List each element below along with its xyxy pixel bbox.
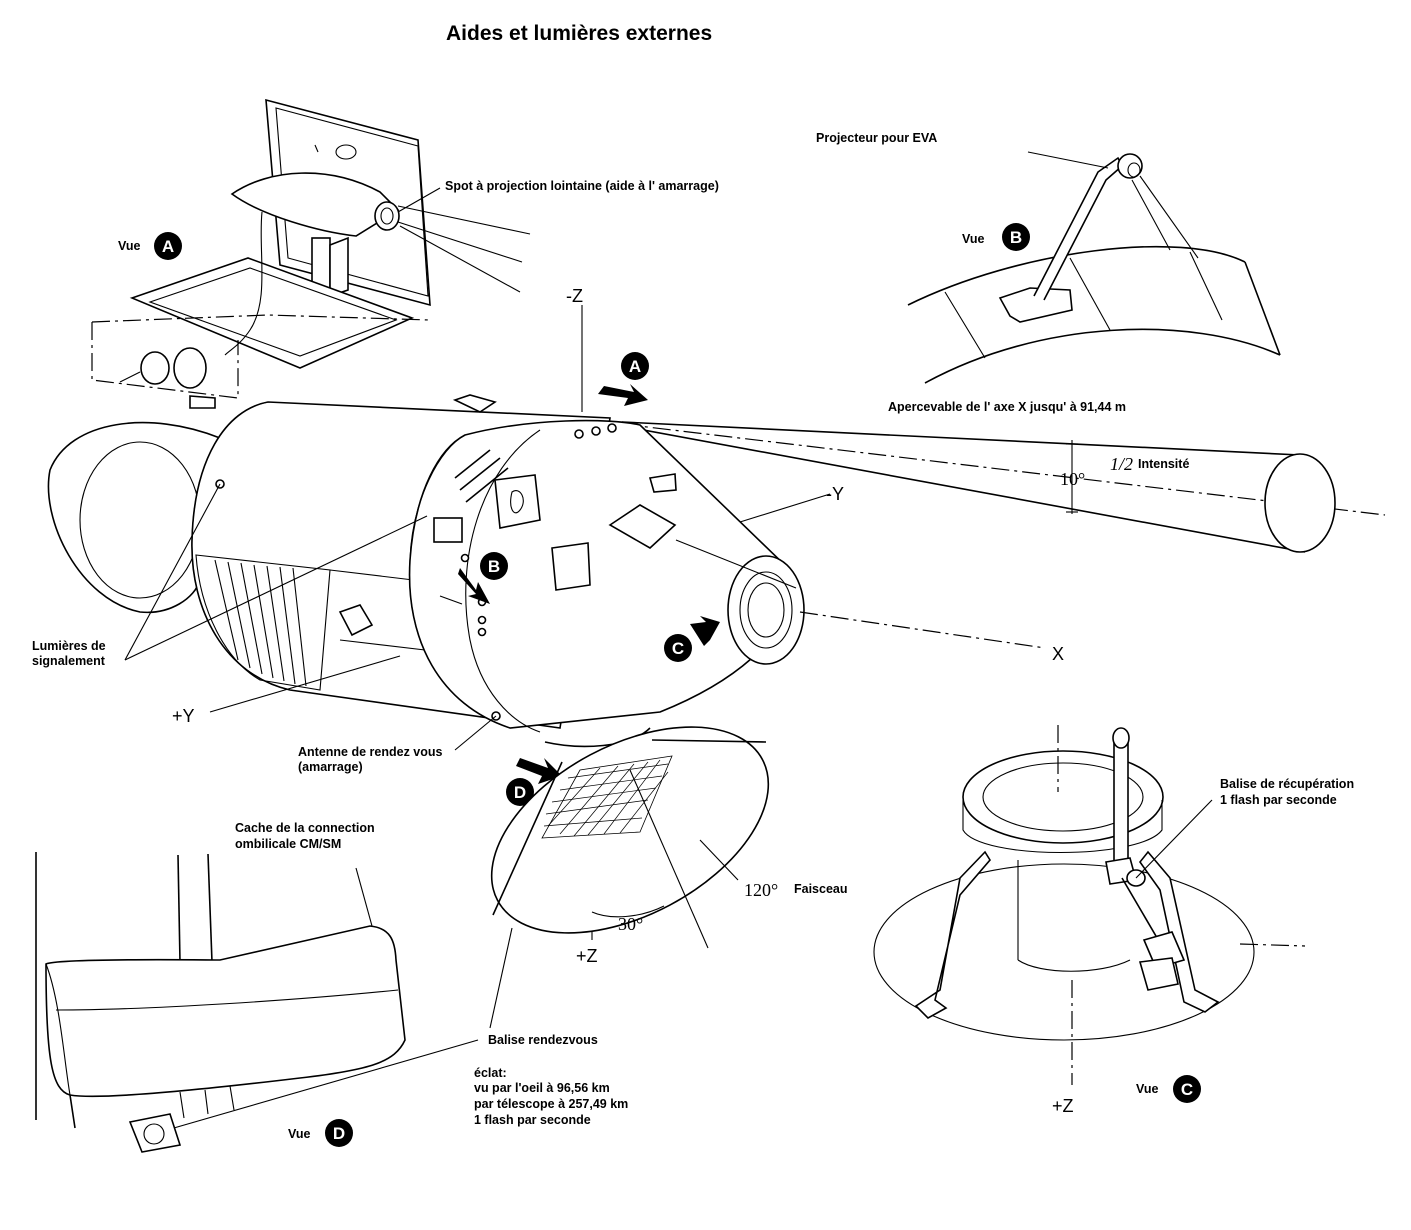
view-b-label: Vue — [962, 232, 985, 246]
arrow-d — [516, 758, 562, 784]
badge-c-main: C — [664, 634, 692, 662]
view-c-label: Vue — [1136, 1082, 1159, 1096]
view-b-badge: B — [1002, 223, 1030, 251]
flash-heading: éclat: — [474, 1066, 507, 1080]
svg-text:C: C — [1181, 1080, 1193, 1099]
rendezvous-beacon-label: Balise rendezvous — [488, 1033, 598, 1047]
svg-text:C: C — [672, 639, 684, 658]
umbilical-cover-label-line2: ombilicale CM/SM — [235, 837, 341, 851]
arrow-a — [598, 384, 648, 406]
signal-lights-label-line1: Lumières de — [32, 639, 106, 653]
arrow-b — [458, 568, 490, 604]
arrow-c — [690, 616, 720, 646]
minus-z-axis-label: -Z — [566, 286, 583, 306]
page-title: Aides et lumières externes — [446, 22, 712, 45]
view-d-badge: D — [325, 1119, 353, 1147]
antenna-label-line1: Antenne de rendez vous — [298, 745, 443, 759]
umbilical-cover-label-line1: Cache de la connection — [235, 821, 375, 835]
view-c-badge: C — [1173, 1075, 1201, 1103]
x-axis-label: X — [1052, 644, 1064, 664]
plus-z-axis-label: +Z — [576, 946, 598, 966]
badge-b-main: B — [480, 552, 508, 580]
minus-y-axis-label: -Y — [826, 484, 844, 504]
svg-text:A: A — [629, 357, 641, 376]
visibility-label: Apercevable de l' axe X jusqu' à 91,44 m — [888, 400, 1126, 414]
view-d-label: Vue — [288, 1127, 311, 1141]
ten-degree-label: 10° — [1060, 469, 1085, 489]
view-b-eva-floodlight-illustration — [907, 151, 1281, 384]
eye-visibility: vu par l'oeil à 96,56 km — [474, 1081, 610, 1095]
plus-z-view-c-label: +Z — [1052, 1096, 1074, 1116]
intensity-label: Intensité — [1138, 457, 1189, 471]
half-intensity-fraction: 1/2 — [1110, 454, 1133, 474]
recovery-beacon-label-line1: Balise de récupération — [1220, 777, 1354, 791]
thirty-degree-label: 30° — [618, 914, 643, 934]
svg-text:A: A — [162, 237, 174, 256]
recovery-beacon-label-line2: 1 flash par seconde — [1220, 793, 1337, 807]
svg-text:D: D — [333, 1124, 345, 1143]
svg-text:D: D — [514, 783, 526, 802]
spotlight-beam-cone — [621, 421, 1386, 553]
beam-label: Faisceau — [794, 882, 848, 896]
radiator-panel — [195, 554, 331, 691]
badge-d-main: D — [506, 778, 534, 806]
command-service-module — [47, 394, 805, 748]
flash-rate: 1 flash par seconde — [474, 1113, 591, 1127]
view-a-spotlight-illustration — [91, 98, 531, 409]
badge-a-main: A — [621, 352, 649, 380]
view-a-label: Vue — [118, 239, 141, 253]
antenna-label-line2: (amarrage) — [298, 760, 363, 774]
rendezvous-beacon-beam — [490, 726, 770, 949]
view-a-badge: A — [154, 232, 182, 260]
signal-lights-label-line2: signalement — [32, 654, 106, 668]
eva-projector-label: Projecteur pour EVA — [816, 131, 937, 145]
plus-y-axis-label: +Y — [172, 706, 195, 726]
telescope-visibility: par télescope à 257,49 km — [474, 1097, 628, 1111]
view-c-recovery-beacon-illustration — [873, 725, 1306, 1085]
svg-text:B: B — [1010, 228, 1022, 247]
spot-label: Spot à projection lointaine (aide à l' a… — [445, 179, 719, 193]
svg-text:B: B — [488, 557, 500, 576]
one-twenty-degree-label: 120° — [744, 880, 778, 900]
view-d-umbilical-cover-illustration — [35, 852, 406, 1153]
